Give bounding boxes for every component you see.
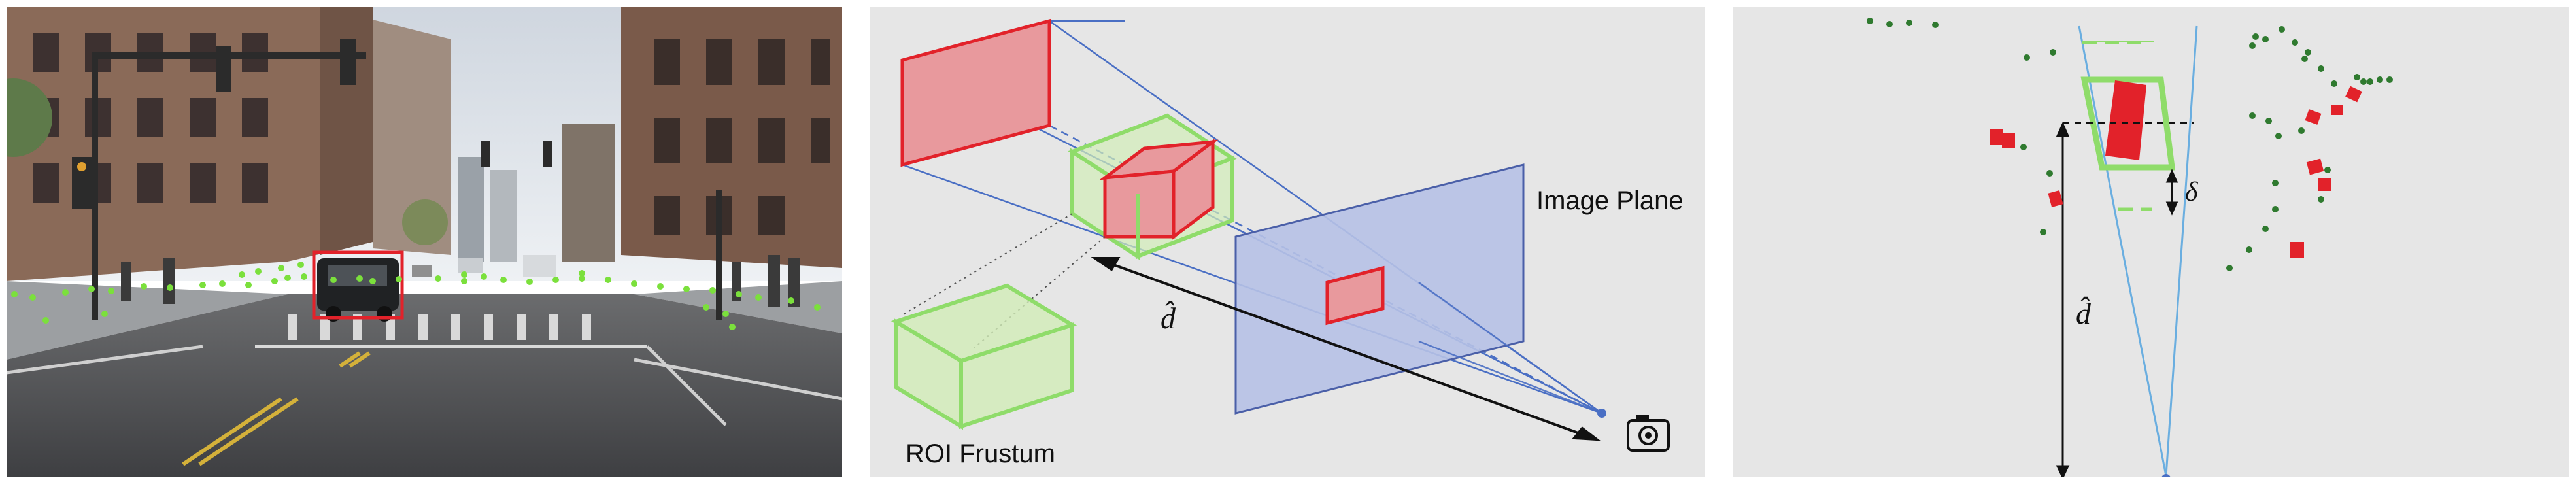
roi-frustum-box	[890, 283, 1077, 430]
bev-lidar-points	[1867, 18, 2393, 271]
object-car	[2105, 80, 2146, 160]
far-car-1	[458, 258, 483, 273]
delta-arrow	[2165, 169, 2178, 216]
bev-diagram: d̂ δ	[1867, 18, 2393, 477]
lidar-points	[11, 262, 821, 330]
road	[7, 294, 842, 477]
far-building-2	[490, 170, 517, 262]
road-edge-lines	[7, 345, 842, 426]
tree-mid	[402, 199, 448, 245]
roi-box	[2080, 76, 2176, 171]
frustum-diagram-panel: d̂ Image Plane ROI Frustum	[870, 7, 1705, 477]
depth-arrow-bev	[2056, 122, 2070, 477]
roi-bounds-dashed	[2082, 41, 2152, 211]
ego-marker	[2161, 474, 2171, 477]
image-detection-box	[1325, 265, 1385, 326]
left-building-shade	[320, 7, 373, 255]
roi-far-bound	[2095, 41, 2154, 42]
far-car-2	[523, 255, 556, 277]
mid-building	[373, 20, 451, 255]
crosswalk	[288, 314, 591, 340]
depth-label-bev: d̂	[2076, 297, 2092, 330]
roi-box-front-edges	[1136, 194, 1234, 258]
left-sidewalk	[7, 281, 288, 360]
delta-label: δ	[2185, 177, 2199, 207]
bev-diagram-panel: d̂ δ	[1733, 7, 2569, 477]
camera-photo-panel	[7, 7, 842, 477]
fov-lines	[2078, 25, 2198, 477]
depth-arrow	[1091, 257, 1601, 441]
frustum-diagram: d̂ Image Plane ROI Frustum	[890, 18, 1684, 468]
traffic-light-amber	[77, 162, 86, 171]
pedestrians	[121, 255, 800, 307]
other-objects	[1990, 86, 2362, 258]
far-building-1	[458, 157, 484, 262]
traffic-poles	[72, 39, 722, 320]
far-building-3	[562, 124, 615, 262]
tree-left	[7, 78, 52, 157]
far-detection-plane	[900, 18, 1051, 167]
frustum-rays-front	[1418, 281, 1602, 415]
camera-icon	[1597, 409, 1670, 452]
depth-label: d̂	[1161, 301, 1176, 335]
image-plane-label: Image Plane	[1536, 186, 1684, 215]
far-car-3	[412, 265, 432, 277]
lane-markings	[182, 351, 371, 466]
detection-box	[312, 250, 404, 320]
roi-frustum-label: ROI Frustum	[906, 439, 1055, 468]
street-scene	[7, 7, 842, 477]
